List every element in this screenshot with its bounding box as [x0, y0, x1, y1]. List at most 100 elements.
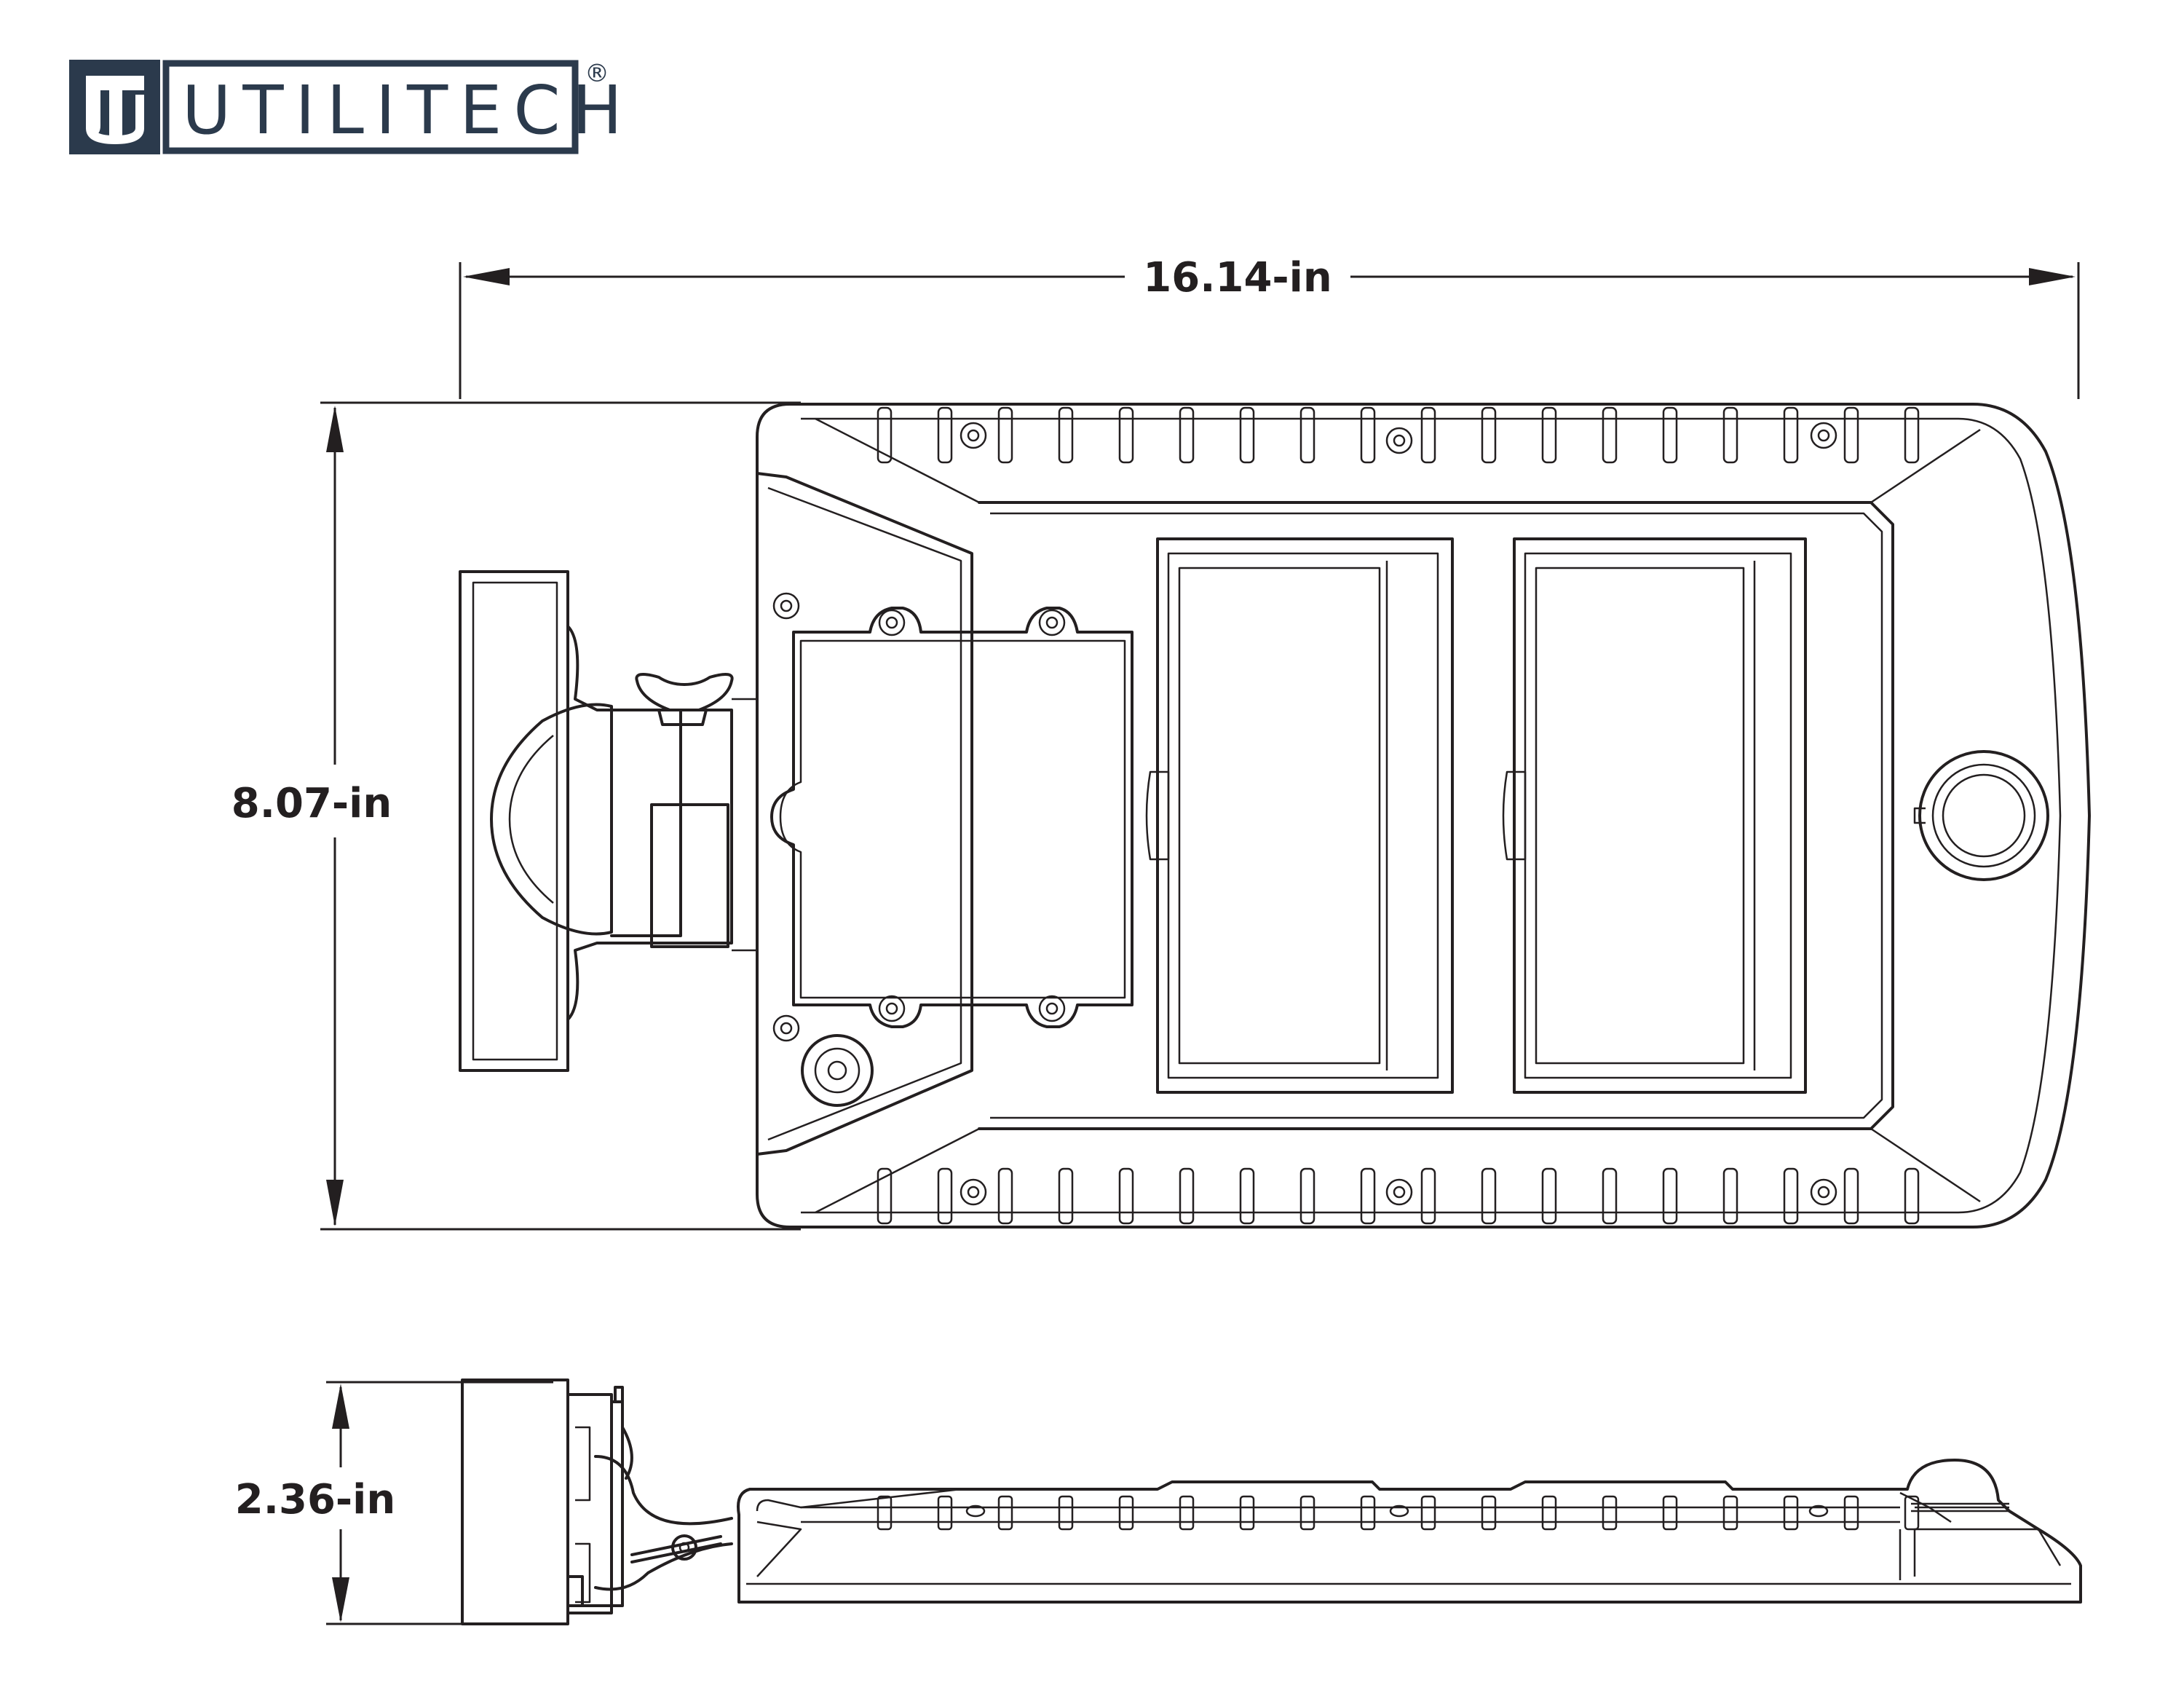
screw-head [1045, 1002, 1059, 1015]
cooling-fin [1602, 1167, 1618, 1225]
mounting-section-inner [767, 486, 962, 1141]
screws [772, 422, 1837, 1206]
registered-mark: ® [585, 59, 609, 88]
photocell-sensor [1913, 750, 2049, 881]
screw-head [1393, 434, 1406, 447]
screw [960, 422, 987, 449]
logo-wordmark-frame [162, 60, 579, 154]
side-housing-outline [737, 1459, 2082, 1604]
cooling-fin [1783, 406, 1799, 464]
screw [1038, 995, 1066, 1022]
cable-gland [801, 1034, 874, 1107]
cooling-fin [1722, 1495, 1738, 1531]
cooling-fin [1602, 406, 1618, 464]
cooling-fin [1118, 1495, 1134, 1531]
side-bracket-block [566, 1386, 624, 1607]
cooling-fin [1179, 1495, 1195, 1531]
depth-arrow-top [332, 1384, 349, 1429]
fixture-side-view [461, 1379, 2082, 1625]
cooling-fin [1843, 406, 1859, 464]
screw [772, 1014, 800, 1042]
cooling-fin [1662, 406, 1678, 464]
cooling-fin [1299, 1167, 1315, 1225]
cooling-fin [1541, 1167, 1557, 1225]
cooling-fin [997, 406, 1013, 464]
cooling-fin [937, 1495, 953, 1531]
housing-inner-outline [801, 417, 2062, 1214]
bracket-body [610, 709, 682, 937]
cooling-fin [1239, 406, 1255, 464]
cooling-fin [1722, 1167, 1738, 1225]
cooling-fin [1058, 1495, 1074, 1531]
cooling-fin [1360, 1167, 1376, 1225]
height-arrow-bottom [326, 1180, 344, 1226]
cooling-fin [1239, 1495, 1255, 1531]
screw-head [1045, 616, 1059, 629]
screw-head [1817, 429, 1830, 442]
depth-label: 2.36-in [235, 1476, 395, 1523]
width-arrow-right [2029, 268, 2076, 285]
width-arrow-left [463, 268, 510, 285]
cooling-fin [1541, 1495, 1557, 1531]
cooling-fin [1179, 406, 1195, 464]
led-module-left [1145, 537, 1454, 1094]
cooling-fin [997, 1167, 1013, 1225]
cooling-fin [1058, 1167, 1074, 1225]
screw [1810, 422, 1837, 449]
bracket-arm-plate [459, 570, 569, 1072]
housing-bevel-lines [815, 417, 1981, 1214]
led-module-right [1502, 537, 1807, 1094]
cooling-fin [1118, 406, 1134, 464]
side-bracket-plate [461, 1379, 569, 1625]
logo-ut-icon [86, 76, 144, 145]
screw-head [780, 1022, 793, 1035]
screw [1038, 609, 1066, 636]
cooling-fin [1481, 1167, 1497, 1225]
cooling-fin [1299, 1495, 1315, 1531]
cooling-fin [1783, 1167, 1799, 1225]
screw-head [885, 1002, 898, 1015]
bracket-clamp [566, 625, 733, 1021]
cooling-fin [1239, 1167, 1255, 1225]
cooling-fins-bottom [877, 1167, 1920, 1225]
side-cooling-fins [877, 1495, 1920, 1531]
cooling-fin [1904, 1167, 1920, 1225]
cooling-fin [1481, 406, 1497, 464]
cooling-fin [997, 1495, 1013, 1531]
screw-head [967, 1186, 980, 1199]
screw [1810, 1178, 1837, 1206]
height-label: 8.07-in [232, 780, 392, 827]
center-panel-inner [990, 512, 1883, 1119]
screw-head [1817, 1186, 1830, 1199]
screw-head [780, 599, 793, 612]
cooling-fin [1662, 1495, 1678, 1531]
cooling-fins-top [877, 406, 1920, 464]
screw [878, 995, 906, 1022]
cooling-fin [1904, 1495, 1920, 1531]
screw [1385, 1178, 1413, 1206]
cooling-fin [1360, 406, 1376, 464]
cooling-fin [1360, 1495, 1376, 1531]
bracket-clip [650, 803, 729, 948]
cooling-fin [877, 1167, 893, 1225]
bracket-saddle [490, 703, 613, 936]
screw-head [885, 616, 898, 629]
depth-dimension: 2.36-in [235, 1381, 553, 1625]
screw-head [967, 429, 980, 442]
pole-mount-bracket [459, 570, 757, 1072]
cooling-fin [1420, 1495, 1436, 1531]
wing-nut [635, 673, 734, 711]
cooling-fin [1722, 406, 1738, 464]
cooling-fin [1602, 1495, 1618, 1531]
junction-box-cover-inner [779, 639, 1126, 999]
cooling-fin [1481, 1495, 1497, 1531]
screw-head [1393, 1186, 1406, 1199]
cooling-fin [1058, 406, 1074, 464]
cooling-fin [877, 406, 893, 464]
width-dimension: 16.14-in [459, 254, 2080, 399]
screw [772, 592, 800, 620]
cooling-fin [877, 1495, 893, 1531]
cooling-fin [1662, 1167, 1678, 1225]
cooling-fin [1118, 1167, 1134, 1225]
cooling-fin [1843, 1167, 1859, 1225]
